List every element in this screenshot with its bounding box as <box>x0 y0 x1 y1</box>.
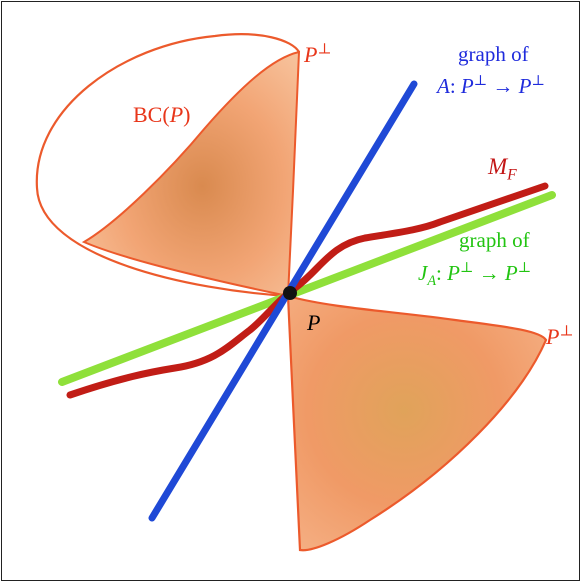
label-graph-a-line1: graph of <box>458 44 529 65</box>
upper-cone-wedge <box>84 52 299 296</box>
label-bc-p: BC(P) <box>133 104 190 126</box>
label-graph-ja-line2: JA: P⊥ → P⊥ <box>418 263 531 284</box>
label-graph-a-line2: A: P⊥ → P⊥ <box>437 76 545 97</box>
label-mf: MF <box>488 155 517 178</box>
label-p-perp-top: P⊥ <box>304 44 332 66</box>
lower-cone <box>288 296 546 550</box>
label-graph-ja-line1: graph of <box>459 230 530 251</box>
label-point-p: P <box>307 312 320 334</box>
point-p-dot <box>283 286 297 300</box>
label-p-perp-right: P⊥ <box>546 326 574 348</box>
